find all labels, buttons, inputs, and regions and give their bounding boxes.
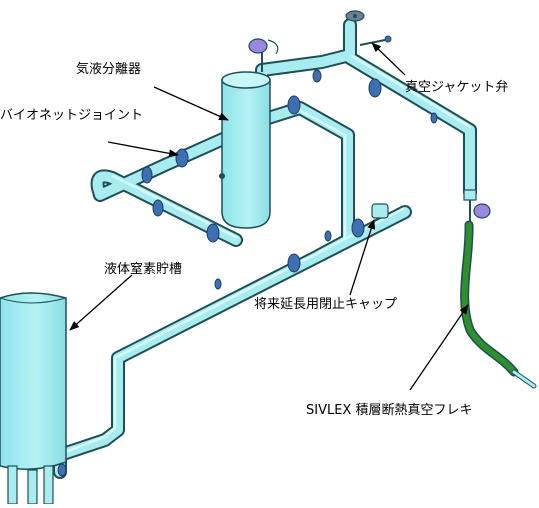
arrow-icon	[349, 219, 376, 296]
joint-icon	[175, 148, 189, 168]
joint-icon	[312, 69, 322, 83]
flange-icon	[345, 10, 365, 22]
label-gas-liquid-separator: 気液分離器	[76, 62, 142, 77]
tank-leg	[7, 465, 18, 505]
tank-leg	[27, 469, 38, 505]
joint-icon	[324, 230, 332, 242]
valve-handle-icon	[473, 203, 491, 219]
label-vacuum-jacket-valve: 真空ジャケット弁	[405, 80, 509, 95]
joint-icon	[287, 95, 301, 115]
sight-port-icon	[219, 173, 225, 179]
joint-icon	[351, 218, 365, 238]
joint-icon	[206, 223, 220, 243]
tank-leg	[43, 465, 54, 505]
vacuum-jacket-valve[interactable]	[463, 189, 491, 225]
sivlex-flex-hose	[460, 220, 537, 389]
joint-icon	[152, 199, 164, 217]
arrow-icon	[69, 274, 133, 331]
label-sivlex-flex: SIVLEX 積層断熱真空フレキ	[306, 403, 473, 418]
arrow-icon	[153, 86, 229, 121]
joint-icon	[57, 463, 67, 477]
joint-icon	[430, 112, 438, 124]
label-arrows	[69, 42, 469, 391]
arrow-icon	[409, 304, 469, 391]
vent-valve-icon	[359, 35, 392, 46]
joint-icon	[287, 253, 301, 273]
liquid-nitrogen-tank	[0, 292, 67, 505]
joint-icon	[141, 166, 153, 184]
label-future-extension-cap: 将来延長用閉止キャップ	[254, 297, 398, 312]
arrow-icon	[371, 42, 406, 76]
pipe-joints	[57, 69, 438, 477]
label-liquid-nitrogen-tank: 液体窒素貯槽	[104, 262, 183, 277]
joint-icon	[214, 278, 222, 290]
valve-handle-icon[interactable]	[248, 38, 279, 55]
future-cap-icon	[371, 203, 389, 219]
joint-icon	[368, 78, 382, 98]
arrow-icon	[107, 141, 179, 158]
label-bayonet-joint: バイオネットジョイント	[0, 108, 144, 123]
gas-liquid-separator	[219, 38, 279, 229]
